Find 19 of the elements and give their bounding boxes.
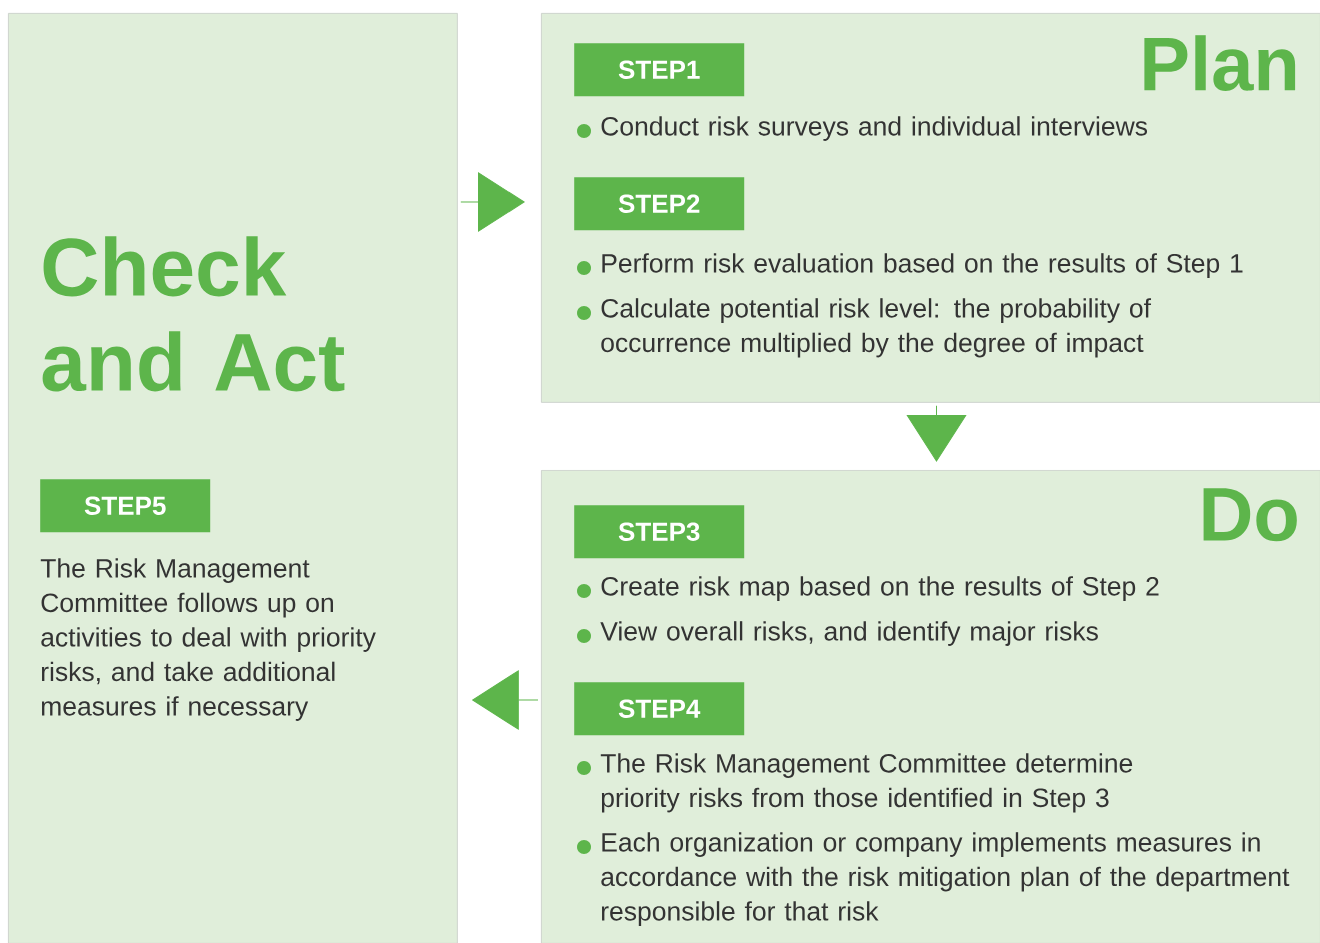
heading: Check and Act (42, 236, 345, 392)
bullet-item: Create risk map based on the results of Step 2 (577, 576, 1159, 601)
heading: Plan (1144, 35, 1296, 91)
bullet-item: The Risk Management Committee determine priority risks from those identified in Step 3 (577, 753, 1133, 813)
heading: Do (1203, 488, 1297, 542)
step-label: STEP1 (574, 43, 745, 97)
paragraph: The Risk Management Committee follows up on activities to deal with priority risks, and take additional measures if necessary (40, 558, 376, 721)
bullet-item: Perform risk evaluation based on the results of Step 1 (577, 253, 1243, 278)
step-label: STEP4 (574, 682, 745, 736)
step-label: STEP2 (574, 177, 745, 231)
bullet-item: Conduct risk surveys and individual interviews (577, 116, 1148, 141)
arrow (460, 172, 525, 232)
bullet-item: Each organization or company implements measures in accordance with the risk mitigation plan of the department responsible for that risk (577, 832, 1290, 926)
arrow (472, 670, 539, 730)
bullet-item: View overall risks, and identify major risks (577, 621, 1098, 646)
step-label: STEP5 (40, 479, 211, 533)
bullet-item: Calculate potential risk level: the probability of occurrence multiplied by the degree of impact (577, 298, 1151, 358)
step-label: STEP3 (574, 505, 745, 559)
arrow (906, 405, 967, 462)
